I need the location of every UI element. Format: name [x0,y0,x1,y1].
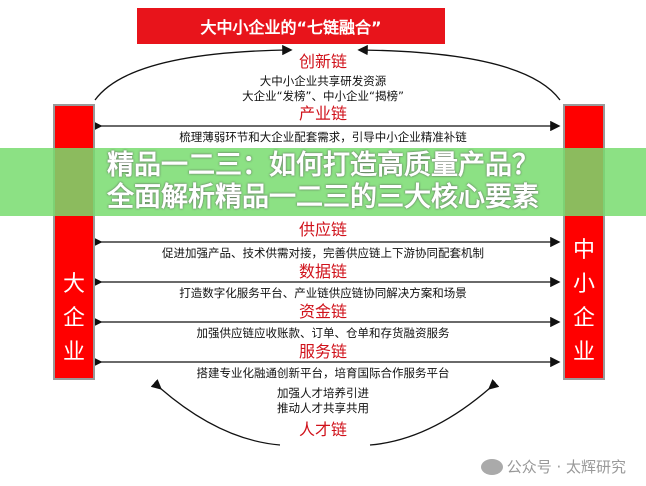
bar-char: 中 [572,238,595,263]
chain-data: 数据链 [298,262,347,281]
chain-desc: 梳理薄弱环节和大企业配套需求，引导中小企业精准补链 [179,130,467,144]
chain-supply: 供应链 [298,220,347,239]
watermark-text: 公众号 · 太辉研究 [506,458,626,476]
bar-char: 大 [62,272,85,297]
bar-char: 企 [572,306,595,331]
headline-overlay: 精品一二三：如何打造高质量产品？ 全面解析精品一二三的三大核心要素 [0,148,646,216]
top-arc-arrow [357,44,561,101]
top-arc-arrow [94,44,293,101]
chain-desc: 加强人才培养引进 [277,386,369,400]
chain-innovation: 创新链 [298,52,347,71]
chain-talent: 人才链 [298,420,347,439]
chain-desc: 大中小企业共享研发资源 [259,74,387,88]
chain-desc: 加强供应链应收账款、订单、仓单和存货融资服务 [196,326,450,340]
headline-line: 精品一二三：如何打造高质量产品？ [107,150,539,181]
wechat-icon [480,458,503,475]
chain-desc: 促进加强产品、技术供需对接，完善供应链上下游协同配套机制 [162,246,484,260]
chain-desc: 搭建专业化融通创新平台，培育国际合作服务平台 [196,366,450,380]
chain-desc: 大企业“发榜”、中小企业“揭榜” [242,89,404,103]
chain-desc: 打造数字化服务平台、产业链供应链协同解决方案和场景 [179,286,467,300]
bottom-arc-arrow [150,378,281,446]
bar-char: 小 [572,272,595,297]
bar-char: 业 [572,340,595,365]
bar-char: 业 [62,340,85,365]
chain-desc: 推动人才共享共用 [277,401,369,415]
chain-service: 服务链 [298,342,347,361]
diagram-title: 大中小企业的“七链融合” [137,8,445,44]
bar-char: 企 [62,306,85,331]
chain-industry: 产业链 [298,104,347,123]
watermark: 公众号 · 太辉研究 [480,456,626,477]
headline-line: 全面解析精品一二三的三大核心要素 [107,182,539,213]
bottom-arc-arrow [369,378,500,446]
chain-capital: 资金链 [298,302,347,321]
